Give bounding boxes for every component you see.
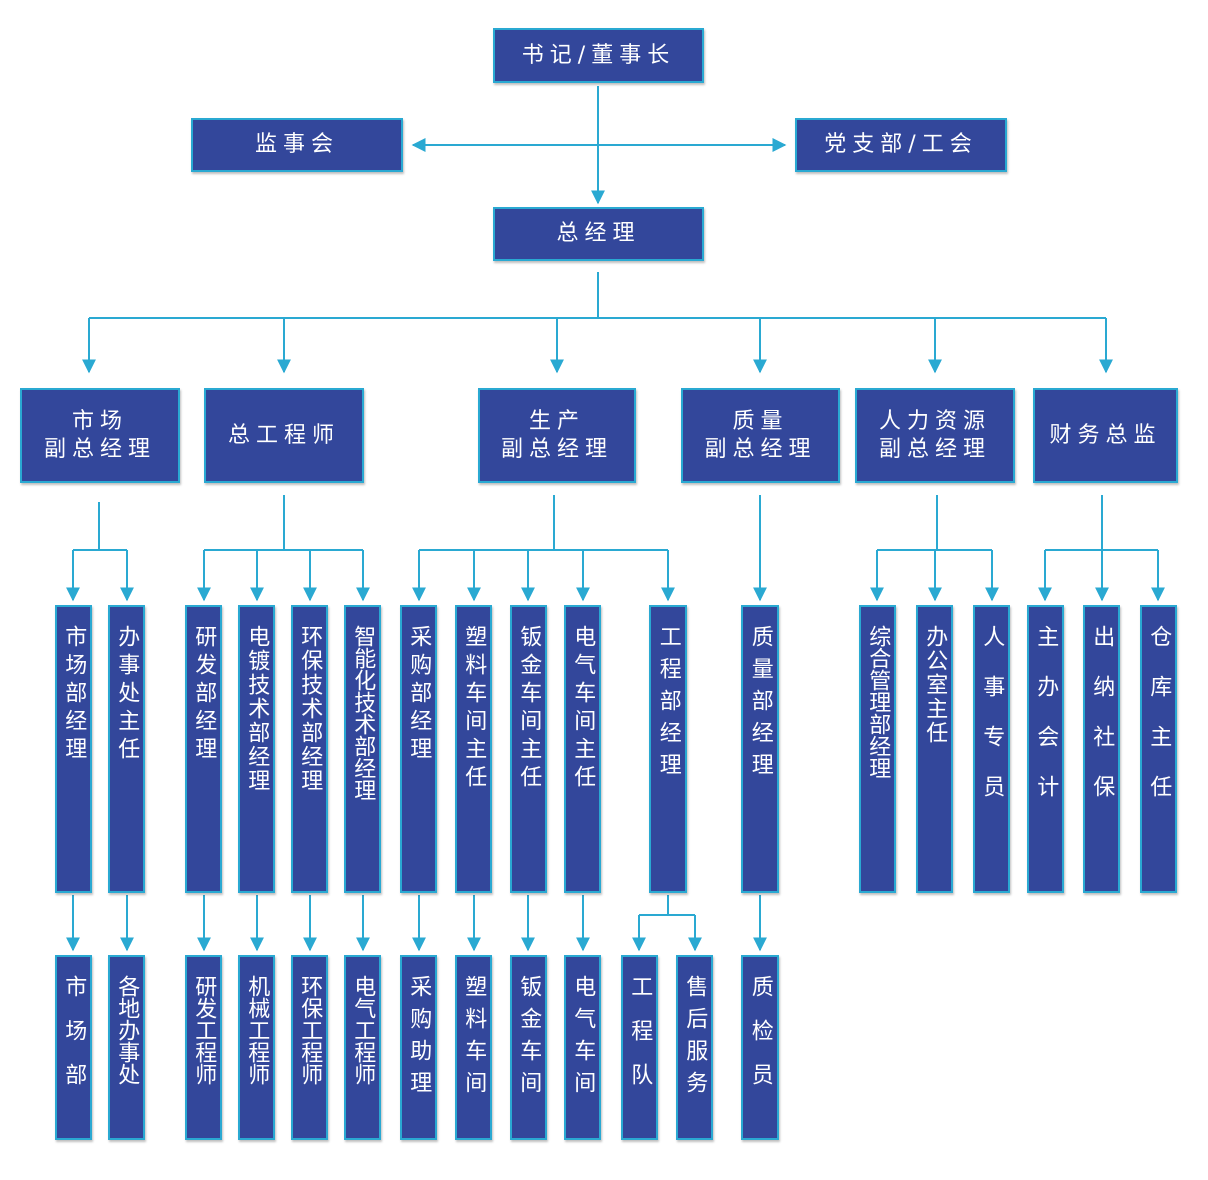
quality-manager-box: 质量部经理 xyxy=(741,605,779,893)
admin-manager-box: 综合管理部经理 xyxy=(859,605,896,893)
market-vp-box: 市场 副总经理 xyxy=(20,388,180,483)
electrical-engineer-box: 电气工程师 xyxy=(344,955,381,1140)
env-tech-manager-box: 环保技术部经理 xyxy=(291,605,328,893)
chairman-box: 书记/董事长 xyxy=(493,28,704,83)
office-admin-director-box: 办公室主任 xyxy=(916,605,953,893)
env-engineer-box: 环保工程师 xyxy=(291,955,328,1140)
sheetmetal-workshop-box: 钣金车间 xyxy=(510,955,547,1140)
production-vp-box: 生产 副总经理 xyxy=(478,388,636,483)
market-dept-manager-box: 市场部经理 xyxy=(55,605,92,893)
warehouse-director-box: 仓库主任 xyxy=(1140,605,1177,893)
sheetmetal-workshop-director-box: 钣金车间主任 xyxy=(510,605,547,893)
cashier-social-box: 出纳社保 xyxy=(1083,605,1120,893)
purchasing-assistant-box: 采购助理 xyxy=(400,955,437,1140)
hr-specialist-box: 人事专员 xyxy=(973,605,1010,893)
chief-accountant-box: 主办会计 xyxy=(1027,605,1064,893)
chief-engineer-box: 总工程师 xyxy=(204,388,364,483)
quality-vp-box: 质量 副总经理 xyxy=(681,388,840,483)
hr-vp-box: 人力资源 副总经理 xyxy=(855,388,1015,483)
plastic-workshop-director-box: 塑料车间主任 xyxy=(455,605,492,893)
electrical-workshop-box: 电气车间 xyxy=(564,955,601,1140)
market-dept-box: 市场部 xyxy=(55,955,92,1140)
engineering-manager-box: 工程部经理 xyxy=(649,605,687,893)
electrical-workshop-director-box: 电气车间主任 xyxy=(564,605,601,893)
mechanical-engineer-box: 机械工程师 xyxy=(238,955,275,1140)
plating-tech-manager-box: 电镀技术部经理 xyxy=(238,605,275,893)
general-manager-box: 总经理 xyxy=(493,207,704,261)
plastic-workshop-box: 塑料车间 xyxy=(455,955,492,1140)
engineering-team-box: 工程队 xyxy=(621,955,658,1140)
rd-manager-box: 研发部经理 xyxy=(185,605,222,893)
supervisory-board-box: 监事会 xyxy=(191,118,403,172)
party-union-box: 党支部/工会 xyxy=(795,118,1007,172)
finance-director-box: 财务总监 xyxy=(1033,388,1178,483)
office-director-box: 办事处主任 xyxy=(108,605,145,893)
rd-engineer-box: 研发工程师 xyxy=(185,955,222,1140)
smart-tech-manager-box: 智能化技术部经理 xyxy=(344,605,381,893)
after-sales-box: 售后服务 xyxy=(676,955,713,1140)
purchasing-manager-box: 采购部经理 xyxy=(400,605,437,893)
local-offices-box: 各地办事处 xyxy=(108,955,145,1140)
quality-inspector-box: 质检员 xyxy=(741,955,779,1140)
